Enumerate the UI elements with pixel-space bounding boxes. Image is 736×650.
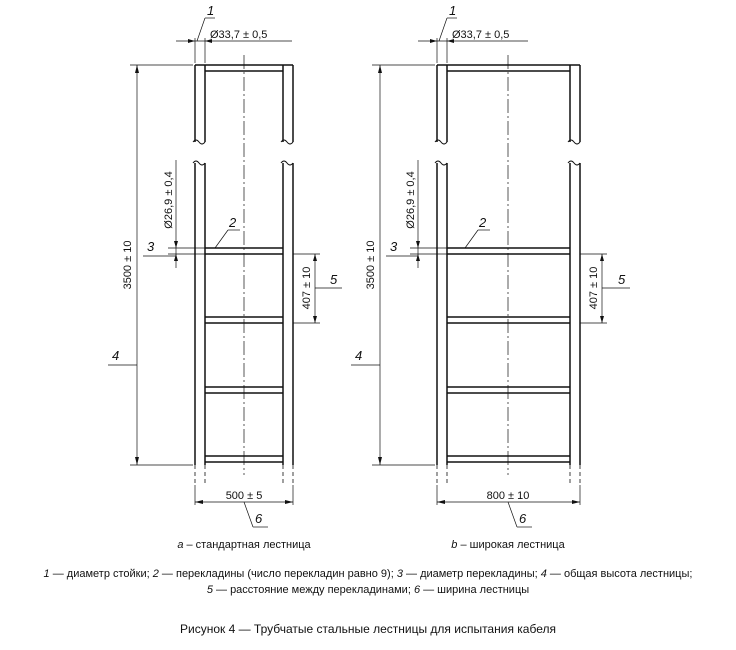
panel-a-callout-3: 3: [147, 239, 155, 254]
panel-a-callout-1: 1: [207, 3, 214, 18]
panel-a-callout-4: 4: [112, 348, 119, 363]
panel-a-post-diameter-label: Ø33,7 ± 0,5: [210, 29, 267, 41]
ladder-drawing: Ø33,7 ± 0,5 1 3500 ± 10 4 Ø26,9 ± 0,4 3 …: [108, 3, 630, 551]
panel-b-callout-3: 3: [390, 239, 398, 254]
panel-b-wide-ladder: Ø33,7 ± 0,5 1 3500 ± 10 4 Ø26,9 ± 0,4 3 …: [351, 3, 630, 551]
panel-a-callout-5: 5: [330, 272, 338, 287]
panel-b-callout-1: 1: [449, 3, 456, 18]
panel-a-caption: a – стандартная лестница: [177, 539, 311, 551]
panel-a-standard-ladder: Ø33,7 ± 0,5 1 3500 ± 10 4 Ø26,9 ± 0,4 3 …: [108, 3, 342, 551]
panel-a-height-label: 3500 ± 10: [122, 241, 134, 290]
panel-b-callout-2: 2: [478, 215, 487, 230]
panel-b-callout-4: 4: [355, 348, 362, 363]
figure-title: Рисунок 4 — Трубчатые стальные лестницы …: [180, 622, 556, 636]
panel-a-callout-2: 2: [228, 215, 237, 230]
panel-b-callout-6: 6: [519, 511, 527, 526]
panel-a-width-label: 500 ± 5: [226, 490, 263, 502]
panel-b-height-label: 3500 ± 10: [365, 241, 377, 290]
panel-b-spacing-label: 407 ± 10: [588, 267, 600, 310]
panel-b-rungs: [447, 247, 570, 463]
panel-a-callout-6: 6: [255, 511, 263, 526]
panel-b-width-label: 800 ± 10: [487, 490, 530, 502]
legend-line-1: 1 — диаметр стойки; 2 — перекладины (чис…: [43, 568, 693, 580]
panel-b-rung-diameter-label: Ø26,9 ± 0,4: [405, 171, 417, 228]
panel-b-post-diameter-label: Ø33,7 ± 0,5: [452, 29, 509, 41]
panel-a-spacing-label: 407 ± 10: [301, 267, 313, 310]
legend-line-2: 5 — расстояние между перекладинами; 6 — …: [206, 584, 530, 596]
panel-a-rung-diameter-label: Ø26,9 ± 0,4: [163, 171, 175, 228]
panel-b-callout-5: 5: [618, 272, 626, 287]
panel-b-caption: b – широкая лестница: [451, 539, 565, 551]
